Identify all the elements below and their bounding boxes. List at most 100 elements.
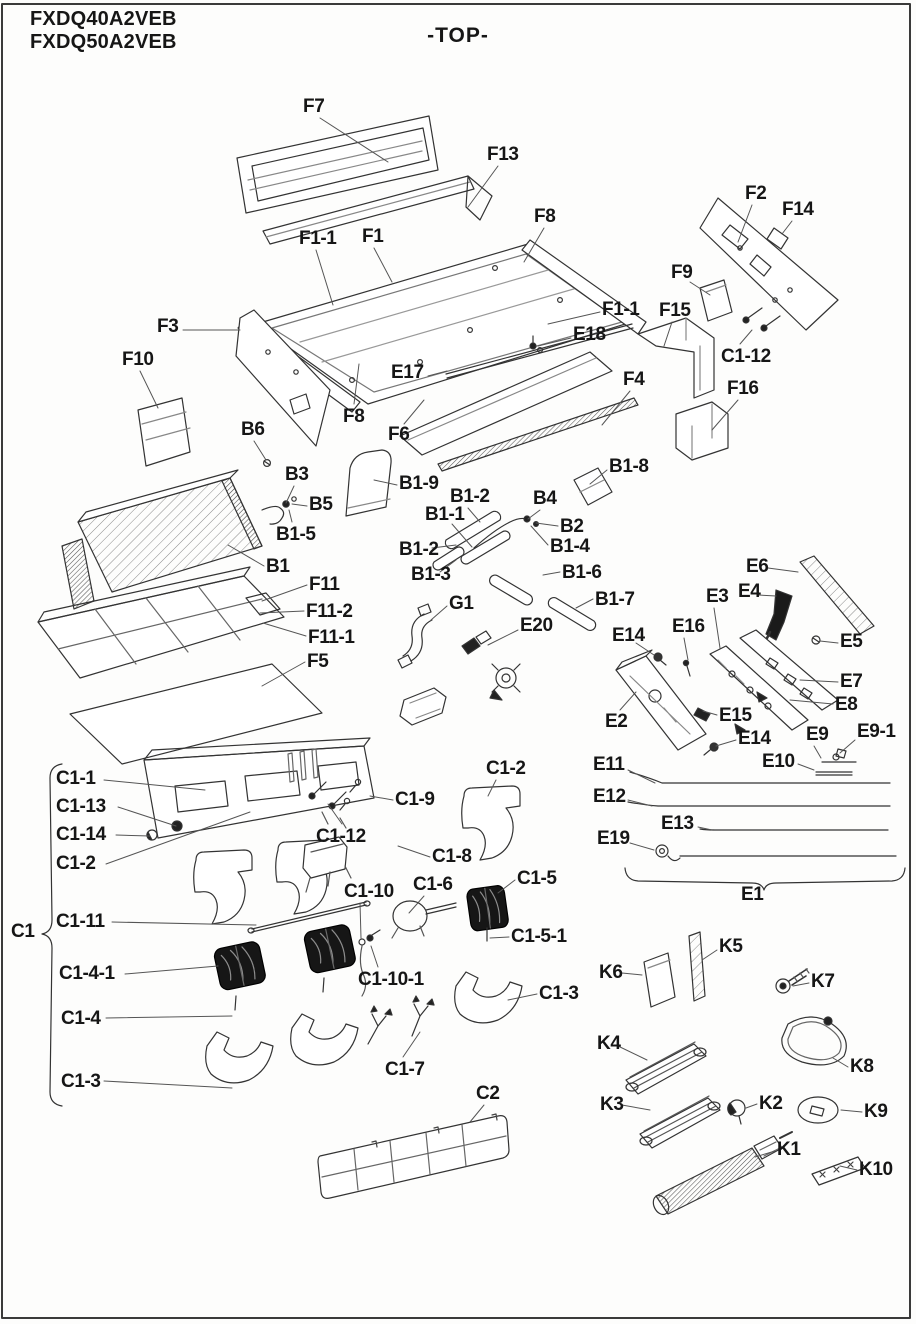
part-label-E3: E3 [706,586,729,607]
leader-line-E14 [636,643,654,655]
leader-line-C1-3 [104,1081,232,1088]
part-E6-drawing [800,556,874,634]
leader-line-E10 [798,764,814,770]
part-label-F8: F8 [534,206,556,227]
leader-line-B2 [536,523,558,526]
leader-line-G1 [431,606,447,620]
part-E16-screw [683,660,690,676]
leader-line-F13 [468,166,498,207]
part-label-C2: C2 [476,1083,500,1104]
part-label-B2: B2 [560,516,584,537]
leader-line-C1-8 [398,846,430,857]
leader-line-C1-7 [403,1032,420,1057]
part-B1-manifold [433,511,596,630]
leader-line-C1-3 [508,994,537,1000]
part-label-F13: F13 [487,144,519,165]
part-label-B1-5: B1-5 [276,524,316,545]
leader-line-B3 [286,486,294,503]
part-label-C1-3: C1-3 [61,1071,101,1092]
leader-line-B1 [228,545,264,566]
leader-line-C1-1 [104,780,205,790]
part-label-C1-13: C1-13 [56,796,106,817]
view-orientation-label: -TOP- [427,24,489,47]
leader-line-F7 [320,118,388,162]
part-label-E17: E17 [391,362,424,383]
part-C1-8-bracket [303,837,351,892]
leader-line-F8 [524,228,544,262]
part-label-K1: K1 [777,1139,801,1160]
part-E22-drawing [400,688,446,725]
part-C1-13-grommet [172,821,182,831]
leader-line-C1-4-1 [125,966,218,974]
part-label-F1: F1 [362,226,384,247]
part-label-F16: F16 [727,378,759,399]
leader-line-F14 [782,221,792,234]
part-B1-8-drawing [574,468,612,505]
part-B6-screw [264,460,271,467]
leader-line-C1-12 [740,330,752,344]
part-label-K5: K5 [719,936,743,957]
part-label-E5: E5 [840,631,863,652]
part-label-E14: E14 [738,728,771,749]
part-K7-drawing [776,969,809,993]
leader-line-E16 [684,638,688,660]
part-label-E7: E7 [840,671,863,692]
part-label-F11-2: F11-2 [306,601,353,622]
part-label-G1: G1 [449,593,474,614]
leader-line-B1-1 [452,524,472,547]
part-F2-drawing [700,198,838,330]
part-label-E10: E10 [762,751,795,772]
part-label-B1-1: B1-1 [425,504,465,525]
part-K3-drawing [640,1096,720,1148]
part-K6-drawing [644,953,675,1007]
leader-line-E14 [716,740,736,746]
part-label-C1-2: C1-2 [486,758,526,779]
part-label-B1-7: B1-7 [595,589,635,610]
leader-line-C1-4 [106,1016,232,1018]
leader-line-K5 [702,950,717,960]
leader-line-E8 [790,700,833,704]
part-label-B1-4: B1-4 [550,536,590,557]
leader-line-F10 [140,371,158,408]
leader-line-K2 [746,1104,757,1108]
part-label-E12: E12 [593,786,626,807]
part-C1-1-housing [144,738,374,838]
part-label-E4: E4 [738,581,761,602]
leader-line-E2 [620,692,636,710]
leader-line-F9 [690,282,710,295]
leader-line-C2 [470,1105,484,1122]
part-label-K6: K6 [599,962,623,983]
part-label-C1-7: C1-7 [385,1059,425,1080]
part-label-C1-4: C1-4 [61,1008,101,1029]
leader-line-E5 [820,641,838,643]
part-label-B1: B1 [266,556,290,577]
part-C1-10-1-screw [367,930,380,941]
part-label-K4: K4 [597,1033,621,1054]
leader-line-F11 [262,585,307,601]
leader-line-E7 [800,680,838,682]
leader-line-E18 [538,338,571,346]
part-K10-drawing [812,1157,865,1185]
part-K1-drawing [650,1132,792,1217]
part-E5-screw [812,636,820,644]
leader-line-K10 [840,1166,857,1170]
part-F16-drawing [676,402,728,460]
part-label-C1-14: C1-14 [56,824,106,845]
part-label-C1: C1 [11,921,35,942]
part-B1-9-drawing [346,450,391,516]
leader-line-F8 [354,364,359,404]
leader-line-F6 [404,400,424,424]
leader-line-B1-8 [590,470,607,484]
leader-line-E3 [714,608,720,648]
leader-line-K9 [841,1110,862,1112]
part-label-C1-3: C1-3 [539,983,579,1004]
part-label-F15: F15 [659,300,691,321]
leader-line-B4 [528,510,540,519]
part-label-F1-1: F1-1 [299,228,337,249]
leader-line-C1-13 [118,807,176,826]
part-label-C1-1: C1-1 [56,768,96,789]
part-C1-7-clips [368,996,434,1044]
